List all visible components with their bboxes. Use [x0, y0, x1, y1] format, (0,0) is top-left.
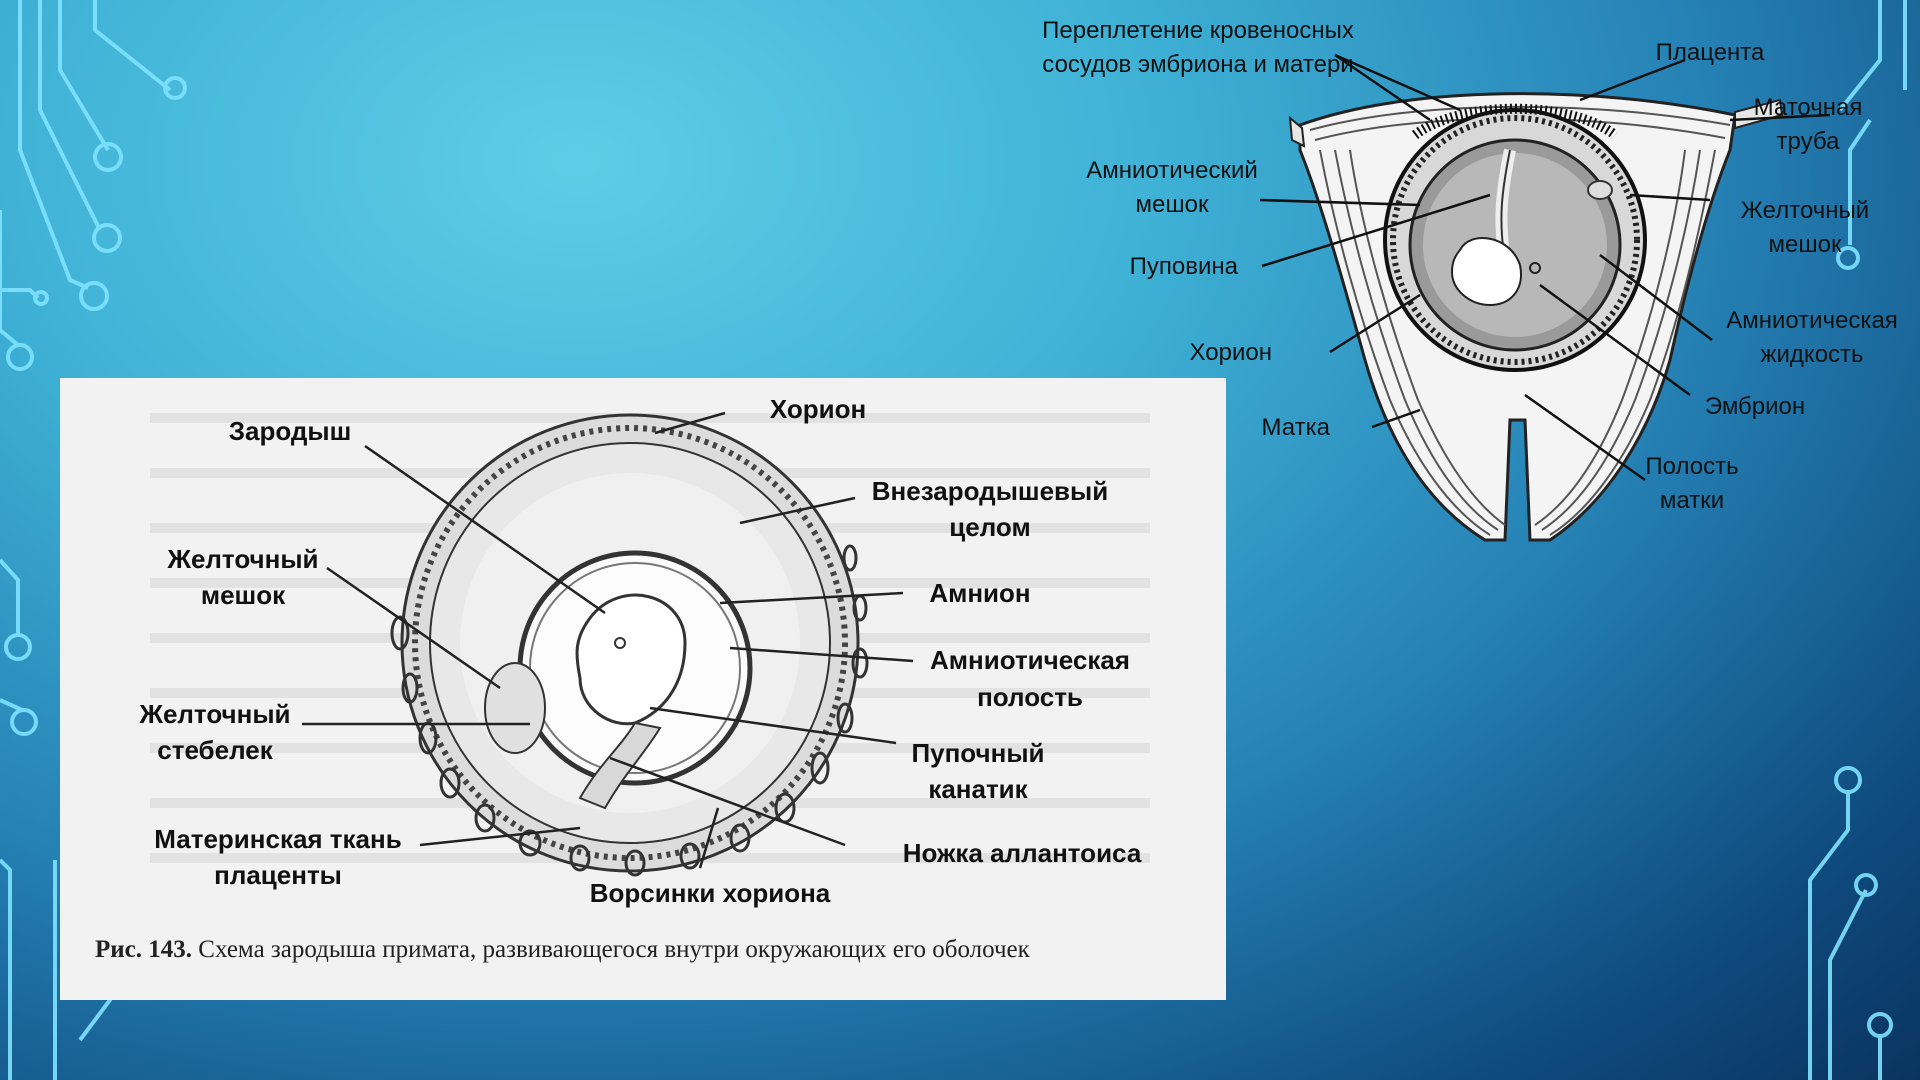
label-amniotic-cavity-line1: Амниотическая [930, 645, 1130, 675]
chorionic-villi [390, 544, 869, 877]
embryo-eye [614, 637, 626, 649]
right-figure-labels: Переплетение кровеносных сосудов эмбрион… [1042, 17, 1898, 514]
uterus-diagram: Переплетение кровеносных сосудов эмбрион… [1042, 17, 1898, 542]
label-umbilical-cord-right: Пуповина [1130, 253, 1239, 280]
label-embryo: Зародыш [229, 416, 352, 446]
label-fallopian-tube-line2: труба [1777, 128, 1841, 155]
figure-number: Рис. 143. [95, 936, 193, 963]
embryo-eye-right [1529, 262, 1541, 274]
label-coelom-line2: целом [949, 512, 1030, 542]
label-yolk-sac-line2: мешок [201, 580, 286, 610]
vessel-interlacing [1411, 103, 1619, 140]
label-amniotic-fluid-line1: Амниотическая [1726, 307, 1898, 334]
label-maternal-tissue-line2: плаценты [214, 860, 342, 890]
label-vessels-line2: сосудов эмбриона и матери [1042, 51, 1353, 78]
label-embryo-right: Эмбрион [1705, 393, 1805, 420]
label-amnion: Амнион [929, 578, 1030, 608]
label-placenta: Плацента [1656, 39, 1765, 66]
amniotic-fluid [1423, 153, 1607, 337]
label-uterine-cavity-line2: матки [1660, 487, 1724, 514]
primate-embryo-diagram: Хорион Зародыш Внезародышевый целом Желт… [138, 394, 1150, 908]
label-vessels-line1: Переплетение кровеносных [1042, 17, 1354, 44]
primate-embryo-figure-panel: Хорион Зародыш Внезародышевый целом Желт… [60, 378, 1226, 1000]
label-chorionic-villi: Ворсинки хориона [590, 878, 831, 908]
label-umbilical-cord-line1: Пупочный [911, 738, 1044, 768]
leader-lines [302, 411, 914, 869]
label-yolk-sac-right-line1: Желточный [1741, 197, 1869, 224]
label-maternal-tissue-line1: Материнская ткань [154, 824, 401, 854]
embryo-shape [575, 593, 687, 726]
chorion-ring [1390, 115, 1640, 365]
label-chorion-right: Хорион [1190, 339, 1272, 366]
figure-caption: Рис. 143. Схема зародыша примата, развив… [95, 935, 1191, 964]
label-allantois-stalk: Ножка аллантоиса [903, 838, 1142, 868]
label-umbilical-cord-line2: канатик [928, 774, 1028, 804]
label-yolk-stalk-line2: стебелек [157, 735, 273, 765]
label-coelom-line1: Внезародышевый [872, 476, 1108, 506]
label-amniotic-cavity-line2: полость [977, 682, 1083, 712]
label-yolk-sac-right-line2: мешок [1769, 231, 1842, 258]
figure-caption-text: Схема зародыша примата, развивающегося в… [198, 936, 1030, 963]
label-amniotic-sac-line2: мешок [1136, 191, 1209, 218]
label-yolk-sac-line1: Желточный [166, 544, 318, 574]
right-leader-lines [1259, 53, 1831, 482]
label-amniotic-sac-line1: Амниотический [1086, 157, 1258, 184]
embryo-shape-right [1450, 237, 1522, 307]
label-chorion: Хорион [770, 394, 866, 424]
label-yolk-stalk-line1: Желточный [138, 699, 290, 729]
label-amniotic-fluid-line2: жидкость [1760, 341, 1863, 368]
allantois-stalk-shape [578, 721, 662, 810]
yolk-sac-shape-right [1587, 180, 1613, 200]
left-figure-labels: Хорион Зародыш Внезародышевый целом Желт… [138, 394, 1141, 908]
label-fallopian-tube-line1: Маточная [1754, 94, 1863, 121]
label-uterus: Матка [1262, 414, 1331, 441]
yolk-sac-shape [484, 662, 546, 754]
label-uterine-cavity-line1: Полость [1645, 453, 1738, 480]
